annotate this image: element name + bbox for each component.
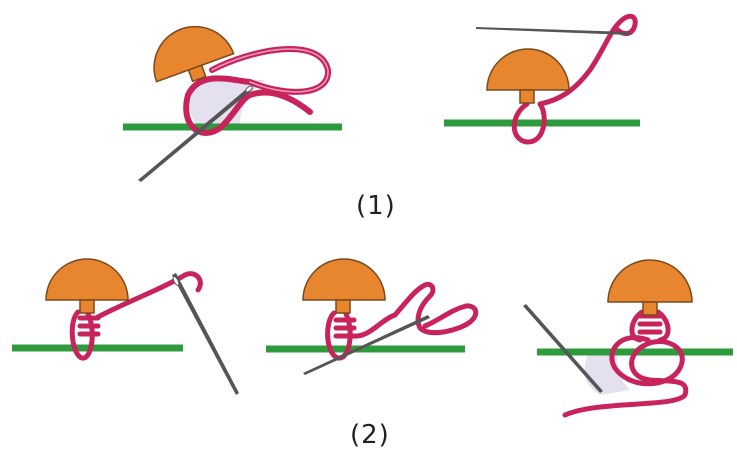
shank-button-icon bbox=[608, 260, 692, 315]
shank-button-icon bbox=[46, 259, 128, 313]
needle-icon bbox=[172, 273, 239, 395]
panel-2a bbox=[12, 259, 239, 395]
step-1-caption: (1) bbox=[356, 191, 396, 221]
needle-icon bbox=[303, 315, 430, 375]
shank-button-icon bbox=[487, 49, 569, 103]
shank-button-icon bbox=[303, 259, 385, 313]
panel-1a bbox=[123, 15, 342, 182]
thread-icon bbox=[565, 312, 686, 415]
panel-2c bbox=[523, 260, 733, 415]
panel-1b bbox=[444, 16, 640, 142]
thread-shade bbox=[584, 350, 630, 395]
panel-2b bbox=[266, 259, 476, 375]
needle-icon bbox=[476, 27, 630, 35]
step-2-caption: (2) bbox=[350, 420, 390, 450]
